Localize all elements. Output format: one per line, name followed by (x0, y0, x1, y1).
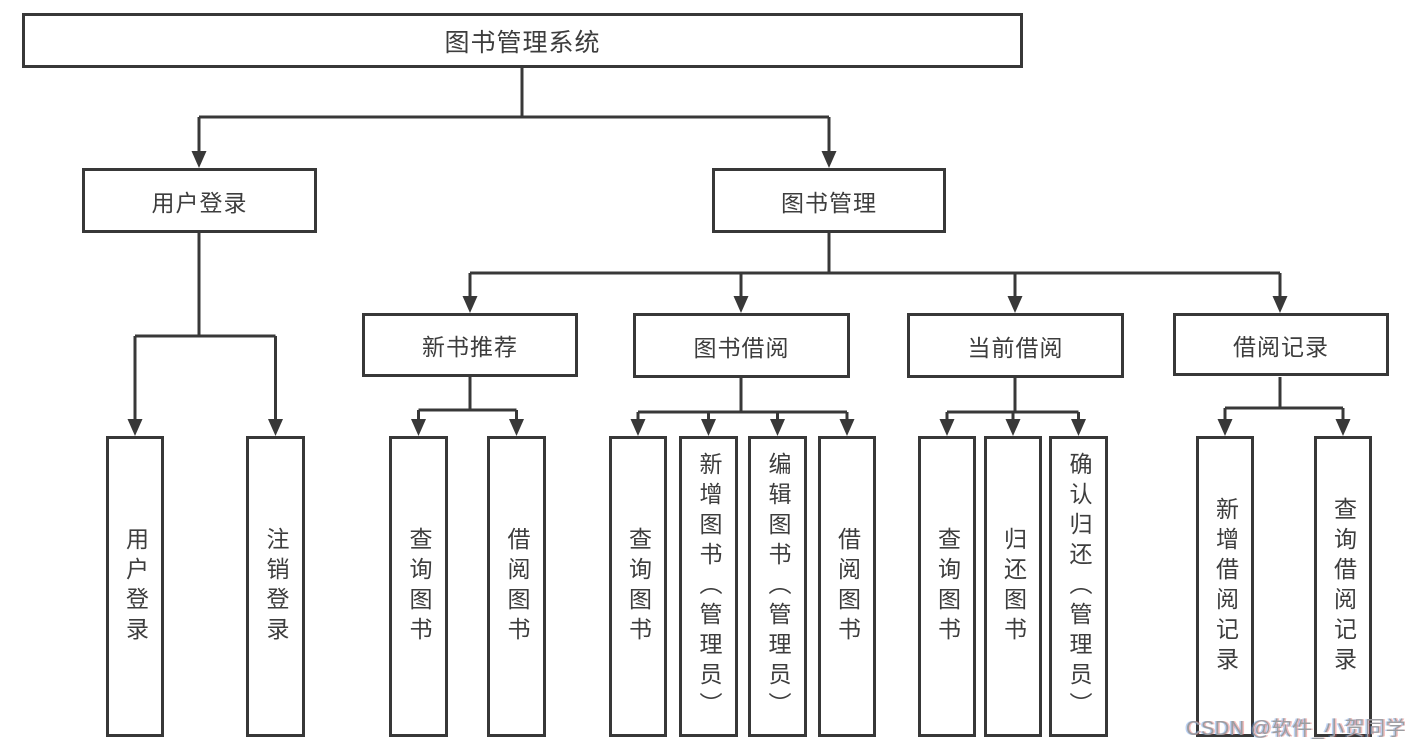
leaf-label: 归还图书 (1000, 526, 1027, 647)
node-book-management: 图书管理 (712, 168, 946, 233)
node-user-login: 用户登录 (82, 168, 317, 233)
leaf-borrow-books-recommend: 借阅图书 (487, 436, 546, 737)
node-borrow-records: 借阅记录 (1173, 313, 1389, 376)
node-new-book-recommend: 新书推荐 (362, 313, 578, 377)
leaf-edit-book-admin: 编辑图书（管理员） (748, 436, 807, 737)
leaf-query-books-current: 查询图书 (918, 436, 976, 737)
leaf-label: 查询借阅记录 (1330, 496, 1357, 677)
leaf-label: 新增借阅记录 (1212, 496, 1239, 677)
leaf-label: 借阅图书 (834, 526, 861, 647)
node-label: 图书管理 (781, 189, 877, 216)
node-label: 用户登录 (151, 189, 248, 216)
node-label: 图书管理系统 (444, 28, 601, 57)
leaf-borrow-books-borrow: 借阅图书 (818, 436, 876, 737)
node-label: 借阅记录 (1233, 333, 1329, 360)
leaf-label: 查询图书 (406, 526, 432, 647)
node-label: 当前借阅 (967, 334, 1064, 361)
leaf-confirm-return-admin: 确认归还（管理员） (1049, 436, 1108, 737)
leaf-label: 查询图书 (934, 526, 961, 647)
leaf-label: 确认归还（管理员） (1066, 451, 1092, 722)
leaf-label: 查询图书 (625, 526, 652, 647)
node-book-borrow: 图书借阅 (633, 313, 850, 378)
leaf-label: 新增图书（管理员） (696, 451, 722, 722)
node-library-management-system: 图书管理系统 (22, 13, 1023, 68)
node-label: 图书借阅 (693, 334, 790, 361)
leaf-query-books-recommend: 查询图书 (389, 436, 448, 737)
leaf-query-borrow-record: 查询借阅记录 (1314, 436, 1372, 737)
node-current-borrow: 当前借阅 (907, 313, 1124, 378)
leaf-query-books-borrow: 查询图书 (609, 436, 667, 737)
leaf-label: 注销登录 (263, 526, 289, 647)
leaf-user-login: 用户登录 (106, 436, 164, 737)
node-label: 新书推荐 (422, 334, 518, 360)
leaf-add-book-admin: 新增图书（管理员） (679, 436, 738, 737)
leaf-add-borrow-record: 新增借阅记录 (1196, 436, 1254, 737)
leaf-return-book: 归还图书 (984, 436, 1042, 737)
csdn-watermark: CSDN @软件_小贺同学 (1186, 718, 1405, 740)
leaf-logout: 注销登录 (246, 436, 305, 737)
leaf-label: 用户登录 (122, 526, 149, 647)
leaf-label: 借阅图书 (504, 526, 530, 647)
leaf-label: 编辑图书（管理员） (765, 451, 791, 722)
